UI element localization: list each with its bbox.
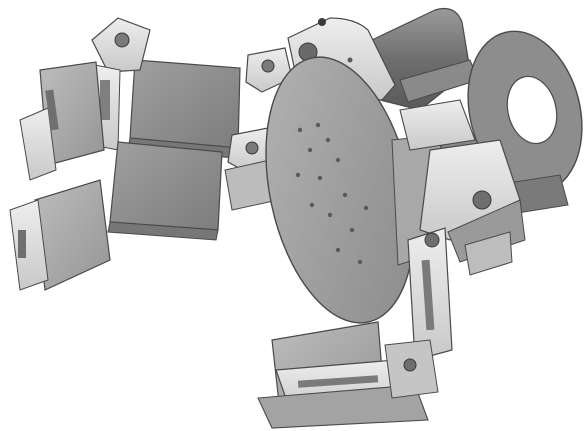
finger-lower xyxy=(9,127,279,291)
thumb-base xyxy=(399,99,526,276)
wrist-ring-hole xyxy=(506,75,558,145)
thumb xyxy=(257,227,453,429)
servo-lower-proximal xyxy=(109,141,223,231)
palm-holes xyxy=(295,122,369,265)
servo-upper-proximal xyxy=(129,59,241,149)
